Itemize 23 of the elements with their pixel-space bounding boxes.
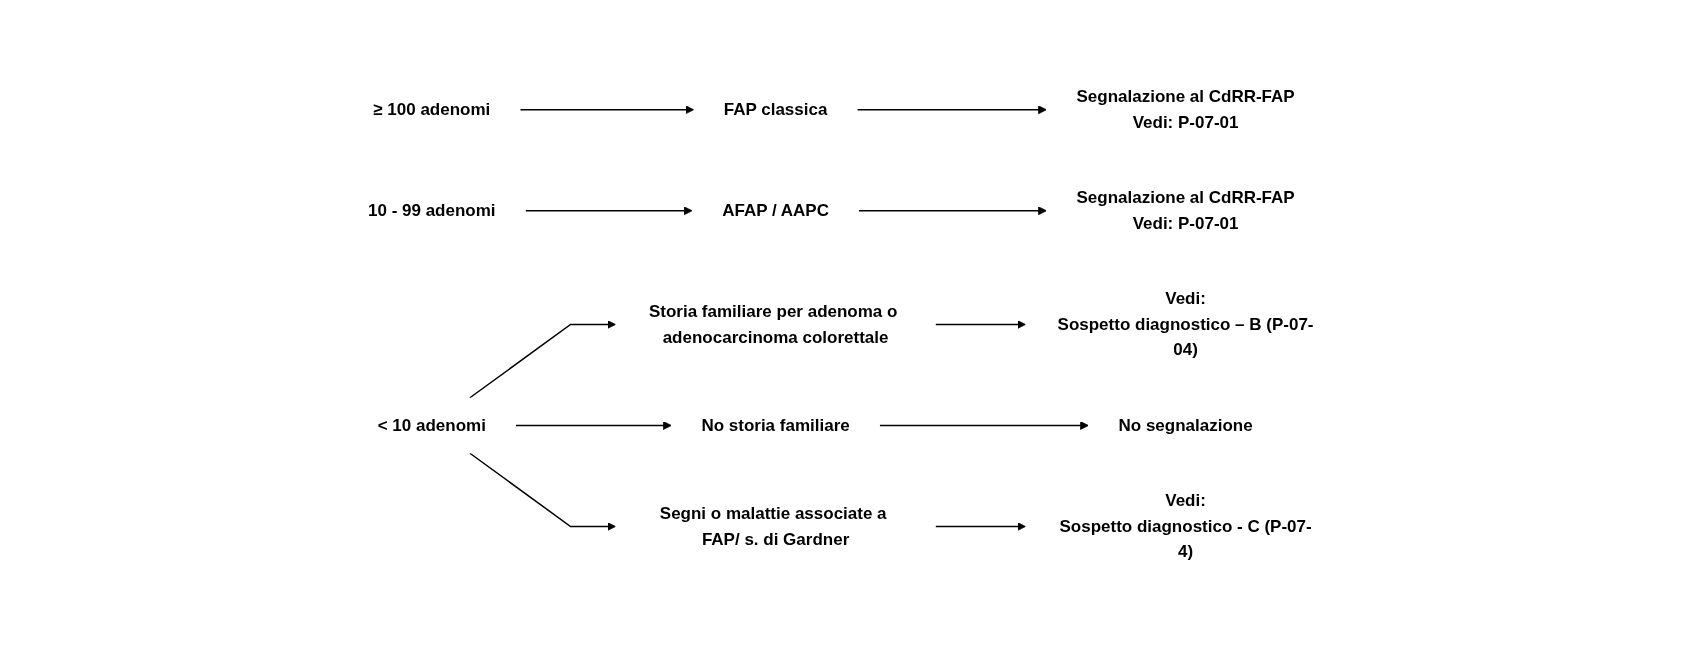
arrow: [934, 522, 1026, 531]
arrow: [934, 320, 1026, 329]
arrow: [857, 206, 1047, 216]
node-text: Segnalazione al CdRR-FAP Vedi: P-07-01: [1076, 87, 1295, 132]
arrow: [856, 105, 1047, 115]
node-text: No segnalazione: [1118, 415, 1253, 435]
arrow: [878, 421, 1089, 430]
node-text: Segni o malattie associate a FAP/ s. di Gardner: [659, 504, 887, 549]
arrow: [468, 320, 616, 399]
arrow: [514, 421, 672, 430]
node-text: No storia familiare: [701, 415, 850, 435]
node-text: Segnalazione al CdRR-FAP Vedi: P-07-01: [1076, 188, 1295, 233]
node-text: Vedi: Sospetto diagnostico - C (P-07-4): [1059, 491, 1312, 562]
arrow: [519, 105, 694, 115]
node-text: ≥ 100 adenomi: [372, 100, 491, 119]
arrow: [468, 452, 616, 531]
node-text: Storia familiare per adenoma o adenocarcinoma colorettale: [648, 302, 898, 347]
node-text: AFAP / AAPC: [721, 201, 829, 220]
node-text: Vedi: Sospetto diagnostico – B (P-07-04): [1057, 289, 1314, 360]
arrow: [524, 206, 693, 216]
node-text: FAP classica: [723, 100, 828, 119]
node-text: < 10 adenomi: [377, 415, 486, 435]
node-text: 10 - 99 adenomi: [367, 201, 496, 220]
